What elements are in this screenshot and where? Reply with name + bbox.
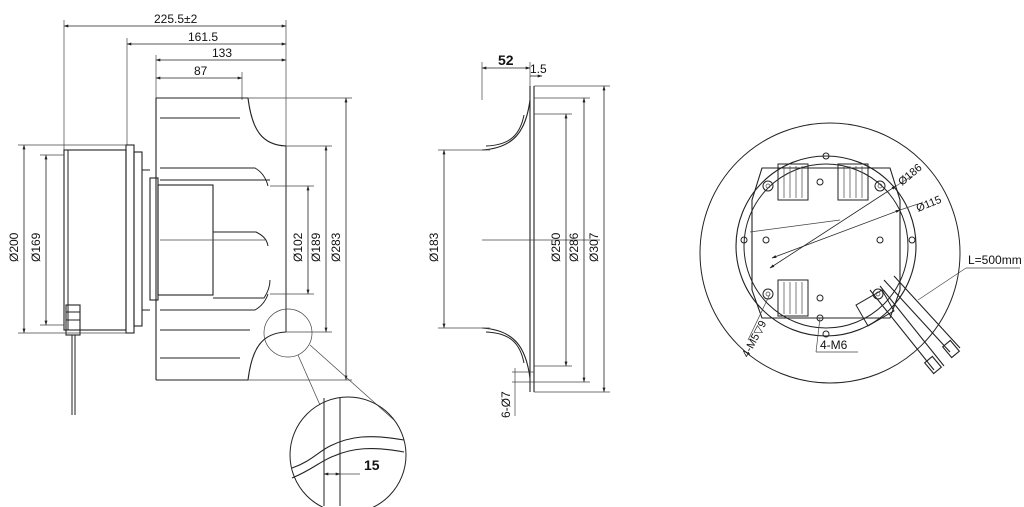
rear-thread-m5: 4-M5▽9 bbox=[740, 319, 769, 360]
dim-d200: Ø200 bbox=[7, 232, 21, 262]
motor-housing bbox=[63, 144, 265, 415]
rear-motor-plate bbox=[751, 167, 901, 319]
dim-d283: Ø283 bbox=[329, 232, 343, 262]
section-view: 52 1.5 Ø183 Ø250 Ø286 Ø307 6-Ø7 bbox=[427, 52, 610, 418]
impeller bbox=[155, 97, 287, 381]
rear-cable-length: L=500mm bbox=[968, 253, 1022, 267]
section-hole-label: 6-Ø7 bbox=[499, 391, 513, 418]
section-dim-52: 52 bbox=[498, 52, 514, 68]
rear-outer-circle bbox=[699, 122, 961, 384]
section-dim-d307: Ø307 bbox=[587, 232, 601, 262]
dim-87: 87 bbox=[194, 64, 208, 78]
rear-thread-m6: 4-M6 bbox=[820, 338, 848, 352]
dim-d102: Ø102 bbox=[291, 232, 305, 262]
side-view: 225.5±2 161.5 133 87 bbox=[7, 12, 395, 421]
rear-fins bbox=[777, 163, 869, 317]
rear-dim-d186: Ø186 bbox=[896, 162, 924, 188]
rear-view: Ø186 Ø115 L=500mm 4-M5▽9 4-M6 bbox=[699, 122, 1022, 384]
rear-cables bbox=[855, 275, 961, 375]
side-dim-lines bbox=[63, 20, 287, 160]
section-dim-d286: Ø286 bbox=[567, 232, 581, 262]
section-dim-d250: Ø250 bbox=[549, 232, 563, 262]
dim-161-5: 161.5 bbox=[188, 30, 218, 44]
detail-dim-15: 15 bbox=[364, 457, 380, 473]
detail-view: 15 bbox=[289, 396, 407, 507]
dim-d169: Ø169 bbox=[29, 232, 43, 262]
side-vertical-dims bbox=[18, 97, 352, 381]
detail-leader-1 bbox=[297, 354, 321, 406]
detail-marker-circle bbox=[263, 308, 313, 358]
dim-225-5: 225.5±2 bbox=[154, 12, 198, 26]
detail-leader-2 bbox=[309, 344, 395, 421]
detail-circle bbox=[289, 396, 407, 507]
rear-flange-circle bbox=[735, 155, 917, 337]
section-dim-d183: Ø183 bbox=[427, 232, 441, 262]
dim-d189: Ø189 bbox=[309, 232, 323, 262]
section-dim-1-5: 1.5 bbox=[530, 62, 547, 76]
dim-133: 133 bbox=[212, 46, 232, 60]
rear-dim-d115: Ø115 bbox=[915, 194, 944, 215]
